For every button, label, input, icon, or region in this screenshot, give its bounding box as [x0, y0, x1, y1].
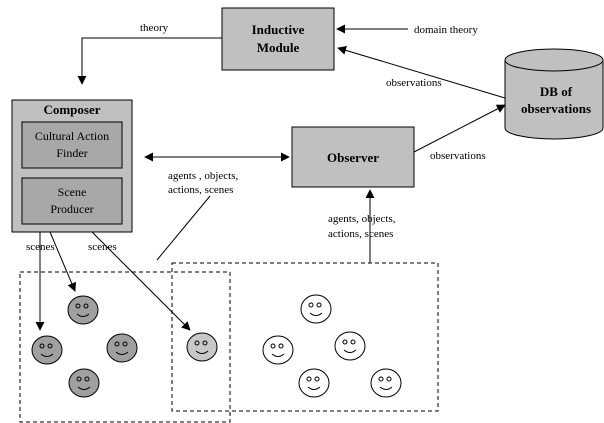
edge-observer-to-db-label: observations: [430, 150, 486, 162]
scene-producer-label-2: Producer: [50, 202, 93, 216]
edge-observer-to-db: [413, 104, 506, 153]
observer-title: Observer: [327, 150, 379, 165]
observer-box: Observer: [291, 126, 415, 188]
cultural-action-finder-box: Cultural Action Finder: [21, 121, 123, 169]
smiley-face-icon: [186, 332, 218, 362]
edge-scene-to-observer-label-1: agents, objects,: [328, 213, 396, 225]
edge-scene-feed-line: [156, 195, 211, 261]
smiley-face-icon: [300, 294, 332, 324]
smiley-face-icon: [370, 368, 402, 398]
edge-scenes-to-face-2: [49, 231, 76, 292]
smiley-face-icon: [68, 368, 100, 398]
cultural-action-finder-label-2: Finder: [56, 146, 87, 160]
db-label-1: DB of: [540, 84, 573, 99]
cultural-action-finder-label-1: Cultural Action: [35, 129, 109, 143]
smiley-face-icon: [31, 335, 63, 365]
scene-region-left: [19, 271, 231, 423]
scene-region-right: [171, 262, 439, 412]
edge-db-to-inductive-label: observations: [386, 77, 442, 89]
smiley-face-icon: [262, 335, 294, 365]
scene-producer-label-1: Scene: [58, 185, 87, 199]
inductive-module-label-2: Module: [257, 40, 300, 55]
db-label-2: observations: [521, 101, 591, 116]
edge-scenes-to-face-5: [91, 231, 191, 331]
composer-box: Composer Cultural Action Finder Scene Pr…: [11, 99, 133, 233]
smiley-face-icon: [67, 295, 99, 325]
db-of-observations-cylinder: DB of observations: [504, 48, 604, 140]
edge-composer-observer-label-1: agents , objects,: [168, 170, 239, 182]
composer-title: Composer: [43, 102, 100, 117]
edge-composer-observer-label-2: actions, scenes: [168, 184, 233, 196]
inductive-module-label-1: Inductive: [252, 22, 305, 37]
edge-theory-label: theory: [140, 22, 169, 34]
smiley-face-icon: [334, 331, 366, 361]
inductive-module-box: Inductive Module: [221, 7, 335, 71]
faces-group: [31, 294, 402, 398]
scene-producer-box: Scene Producer: [21, 177, 123, 225]
smiley-face-icon: [106, 333, 138, 363]
edge-scene-to-observer-label-2: actions, scenes: [328, 228, 393, 240]
edge-db-to-inductive: [337, 46, 506, 99]
edge-domain-theory-label: domain theory: [414, 24, 478, 36]
edge-theory: [77, 37, 222, 85]
smiley-face-icon: [298, 368, 330, 398]
